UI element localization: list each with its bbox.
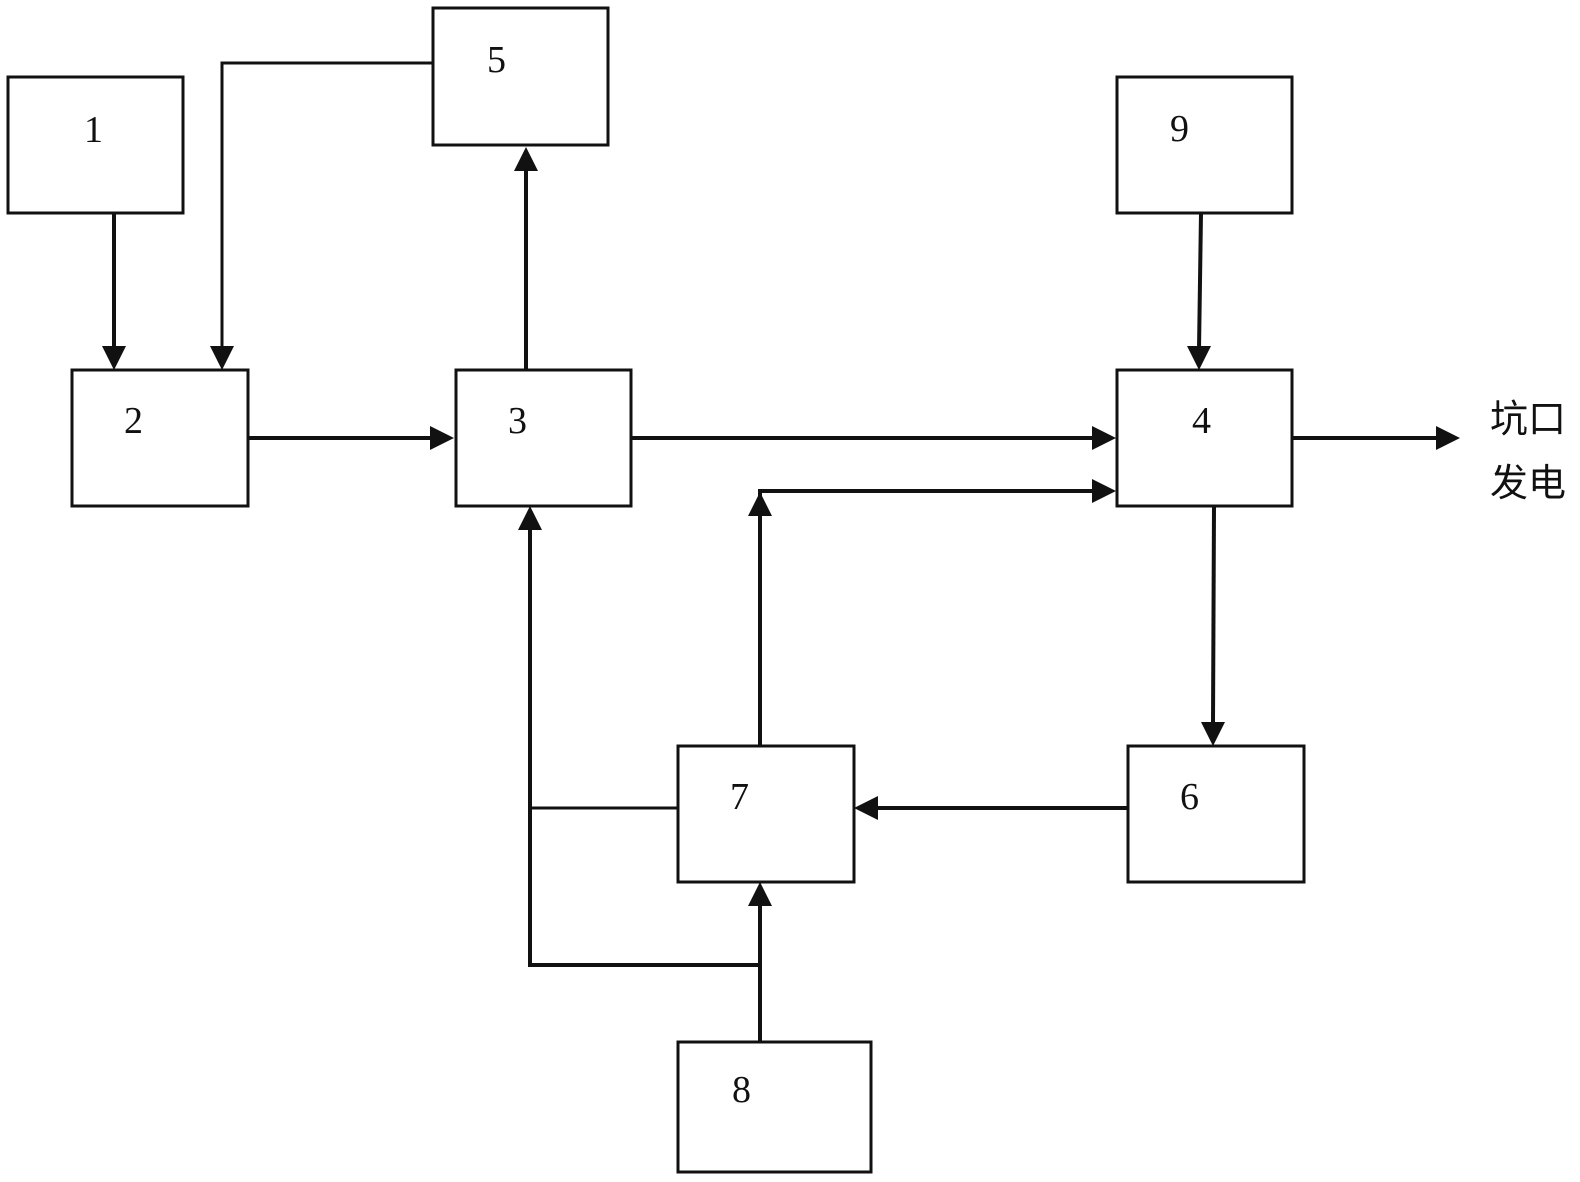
connector-4-to-6 xyxy=(1201,506,1225,746)
box-3-label: 3 xyxy=(508,400,527,442)
output-label-line1: 坑口 xyxy=(1490,397,1566,441)
box-1-label: 1 xyxy=(84,109,103,151)
box-5: 5 xyxy=(433,8,608,145)
connector-8-to-3 xyxy=(518,506,760,965)
arrowhead xyxy=(1092,426,1116,450)
box-4-label: 4 xyxy=(1192,400,1211,442)
connector-7-to-4 xyxy=(748,479,1116,746)
box-6-label: 6 xyxy=(1180,776,1199,818)
connector-8-to-7 xyxy=(748,882,772,1042)
box-5-label: 5 xyxy=(487,39,506,81)
arrowhead xyxy=(514,147,538,171)
connector-2-to-3 xyxy=(248,426,454,450)
box-8: 8 xyxy=(678,1042,871,1172)
connector-5-to-2 xyxy=(210,63,433,370)
box-8-label: 8 xyxy=(732,1069,751,1111)
box-4: 4 xyxy=(1117,370,1292,506)
arrowhead xyxy=(430,426,454,450)
arrowhead xyxy=(854,796,878,820)
connector-9-to-4 xyxy=(1187,213,1211,370)
connector-3-to-4 xyxy=(631,426,1116,450)
output-label: 坑口 发电 xyxy=(1490,397,1566,505)
box-2-label: 2 xyxy=(124,400,143,442)
arrowhead xyxy=(518,506,542,530)
box-2: 2 xyxy=(72,370,248,506)
arrowhead xyxy=(1436,426,1460,450)
box-9: 9 xyxy=(1117,77,1292,213)
connector-3-to-5 xyxy=(514,147,538,370)
connector-1-to-2 xyxy=(102,213,126,370)
arrowhead xyxy=(1187,346,1211,370)
connector-4-to-output xyxy=(1292,426,1460,450)
arrowhead xyxy=(748,492,772,516)
output-label-line2: 发电 xyxy=(1490,461,1566,505)
arrowhead xyxy=(102,346,126,370)
arrowhead xyxy=(1201,722,1225,746)
box-9-label: 9 xyxy=(1170,108,1189,150)
box-7-label: 7 xyxy=(730,776,749,818)
box-7: 7 xyxy=(678,746,854,882)
arrowhead xyxy=(1092,479,1116,503)
arrowhead xyxy=(210,346,234,370)
box-1: 1 xyxy=(8,77,183,213)
box-3: 3 xyxy=(456,370,631,506)
connector-6-to-7 xyxy=(854,796,1128,820)
box-6: 6 xyxy=(1128,746,1304,882)
arrowhead xyxy=(748,882,772,906)
